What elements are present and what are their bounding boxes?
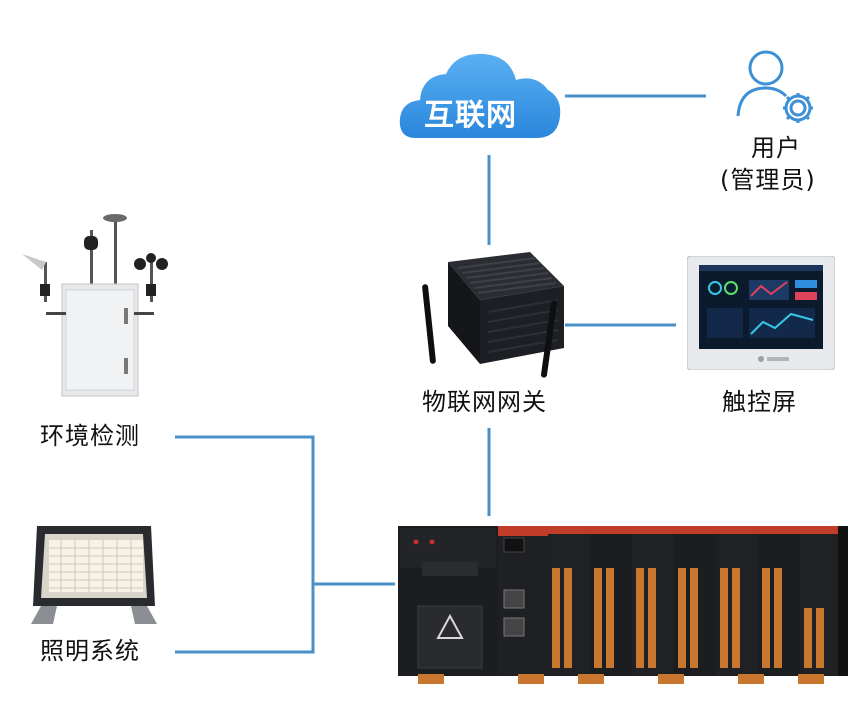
cloud-icon bbox=[399, 53, 561, 139]
cloud-label: 互联网 bbox=[424, 98, 517, 133]
touchscreen-label: 触控屏 bbox=[722, 388, 797, 416]
lighting-to-plc-line bbox=[175, 584, 315, 654]
lighting-image bbox=[31, 526, 157, 624]
user-role-label: (管理员) bbox=[720, 166, 816, 194]
user-gear-icon bbox=[736, 50, 813, 123]
lighting-label: 照明系统 bbox=[40, 637, 140, 665]
internet-cloud: 互联网 bbox=[396, 46, 566, 146]
touchscreen-image bbox=[687, 256, 835, 370]
env-to-plc-line bbox=[175, 435, 395, 586]
env-monitor-label: 环境检测 bbox=[40, 422, 140, 450]
plc-controller-image bbox=[398, 526, 848, 684]
user-label: 用户 bbox=[751, 134, 801, 162]
env-monitor-image bbox=[22, 214, 168, 397]
gateway-label: 物联网网关 bbox=[422, 388, 547, 416]
gateway-device-image bbox=[422, 252, 564, 378]
